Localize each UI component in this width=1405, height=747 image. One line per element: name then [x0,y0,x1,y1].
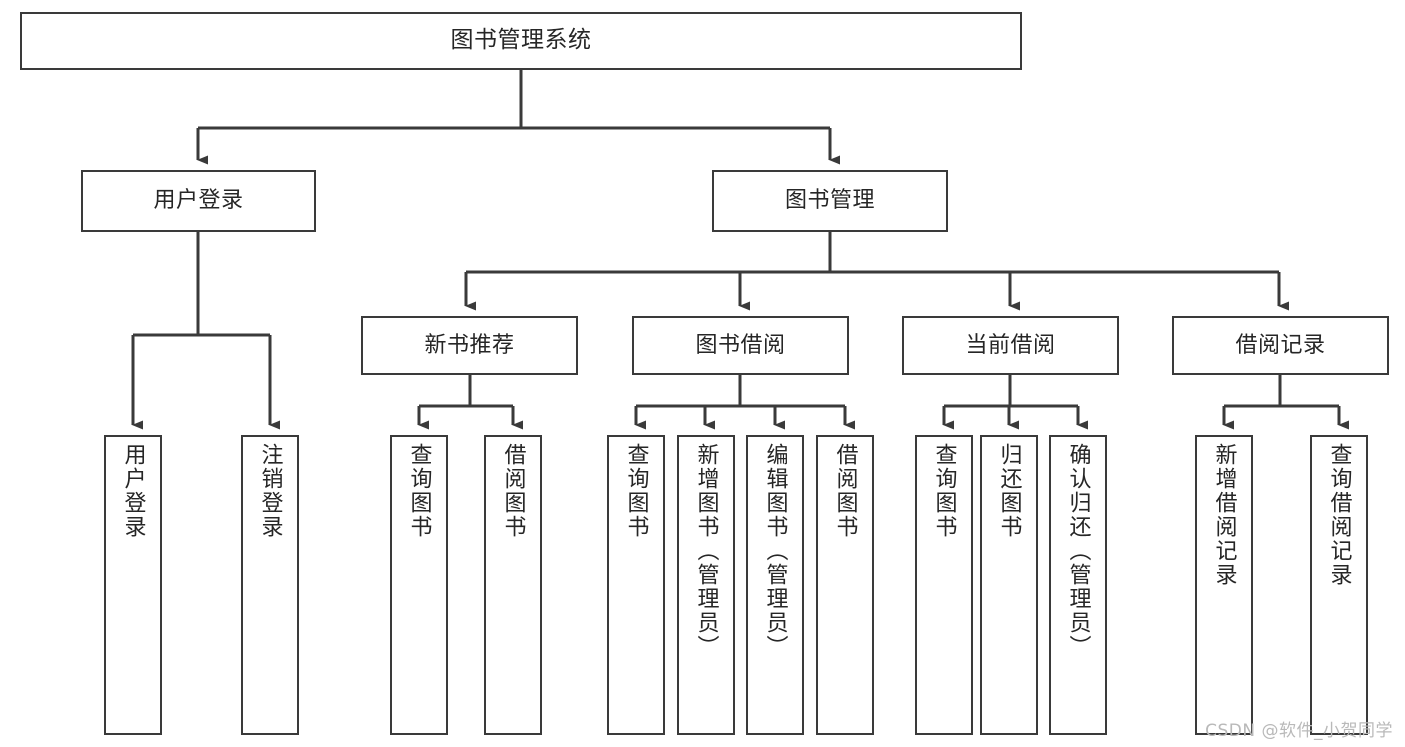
leaf-add-book-label: 新增图书（管理员） [693,443,719,659]
leaf-query-record[interactable]: 查询借阅记录 [1310,435,1368,735]
leaf-borrow-book-2[interactable]: 借阅图书 [816,435,874,735]
node-book-manage-label: 图书管理 [784,188,875,214]
node-book-manage[interactable]: 图书管理 [712,170,948,232]
leaf-query-book-2[interactable]: 查询图书 [607,435,665,735]
leaf-edit-book[interactable]: 编辑图书（管理员） [746,435,804,735]
node-book-borrow-label: 图书借阅 [695,332,786,358]
node-borrow-record[interactable]: 借阅记录 [1172,316,1389,375]
node-borrow-record-label: 借阅记录 [1235,332,1326,358]
leaf-return-book-label: 归还图书 [996,443,1022,539]
leaf-logout[interactable]: 注销登录 [241,435,299,735]
leaf-query-record-label: 查询借阅记录 [1326,443,1352,587]
leaf-confirm-return[interactable]: 确认归还（管理员） [1049,435,1107,735]
node-root[interactable]: 图书管理系统 [20,12,1022,70]
leaf-query-book-2-label: 查询图书 [623,443,649,539]
leaf-confirm-return-label: 确认归还（管理员） [1065,443,1091,659]
leaf-add-record-label: 新增借阅记录 [1211,443,1237,587]
node-new-book-rec[interactable]: 新书推荐 [361,316,578,375]
node-user-login-label: 用户登录 [153,188,244,214]
leaf-query-book-1-label: 查询图书 [406,443,432,539]
leaf-query-book-3-label: 查询图书 [931,443,957,539]
leaf-add-record[interactable]: 新增借阅记录 [1195,435,1253,735]
csdn-watermark: CSDN @软件_小贺同学 [1205,721,1393,741]
node-current-borrow-label: 当前借阅 [965,332,1056,358]
leaf-user-login[interactable]: 用户登录 [104,435,162,735]
leaf-edit-book-label: 编辑图书（管理员） [762,443,788,659]
leaf-return-book[interactable]: 归还图书 [980,435,1038,735]
node-book-borrow[interactable]: 图书借阅 [632,316,849,375]
leaf-user-login-label: 用户登录 [120,443,146,539]
leaf-logout-label: 注销登录 [257,443,283,539]
leaf-query-book-3[interactable]: 查询图书 [915,435,973,735]
leaf-borrow-book-1-label: 借阅图书 [500,443,526,539]
leaf-add-book[interactable]: 新增图书（管理员） [677,435,735,735]
leaf-borrow-book-1[interactable]: 借阅图书 [484,435,542,735]
node-current-borrow[interactable]: 当前借阅 [902,316,1119,375]
node-root-label: 图书管理系统 [450,27,592,54]
node-new-book-rec-label: 新书推荐 [424,332,515,358]
leaf-query-book-1[interactable]: 查询图书 [390,435,448,735]
leaf-borrow-book-2-label: 借阅图书 [832,443,858,539]
node-user-login[interactable]: 用户登录 [81,170,316,232]
